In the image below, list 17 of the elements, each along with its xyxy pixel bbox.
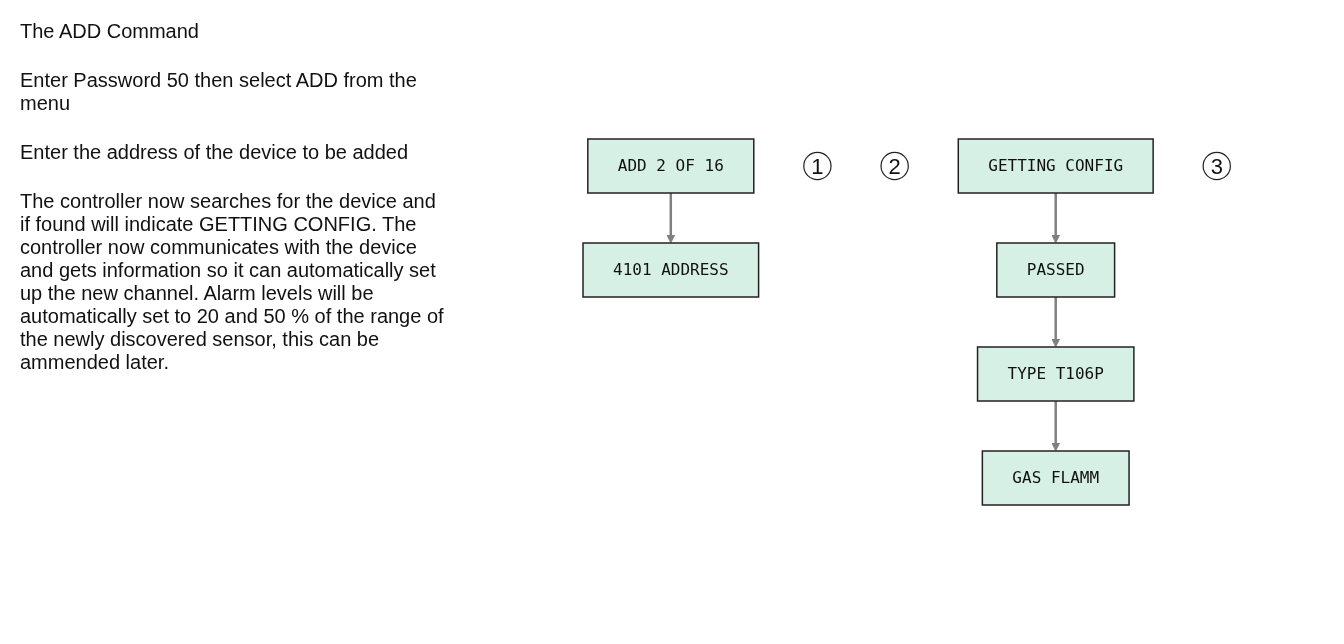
node-box: GETTING CONFIG <box>957 138 1155 194</box>
node-box: 4101 ADDRESS <box>582 242 760 298</box>
node-circle: 1 <box>803 151 832 181</box>
node-box: PASSED <box>996 242 1116 298</box>
arrow <box>1051 401 1061 452</box>
note-text: Enter Password 50 then select ADD from the menu <box>20 69 418 115</box>
arrow <box>666 193 676 244</box>
note-text: Enter the address of the device to be added <box>20 141 410 164</box>
arrow <box>1051 297 1061 348</box>
arrow <box>1051 193 1061 244</box>
node-box: ADD 2 OF 16 <box>587 138 755 194</box>
note-text: The controller now searches for the device and if found will indicate GETTING CONFIG. The controller now communicates with the device and gets information so it can automatically set up the new channel. Alarm levels will be automatically set to 20 and 50 % of the range of the newly discovered sensor, this can be ammended later. <box>20 190 445 374</box>
node-box: GAS FLAMM <box>981 450 1131 506</box>
node-circle: 3 <box>1202 151 1232 181</box>
node-circle: 2 <box>880 151 910 181</box>
node-box: TYPE T106P <box>977 346 1135 402</box>
note-text: The ADD Command <box>20 20 200 43</box>
